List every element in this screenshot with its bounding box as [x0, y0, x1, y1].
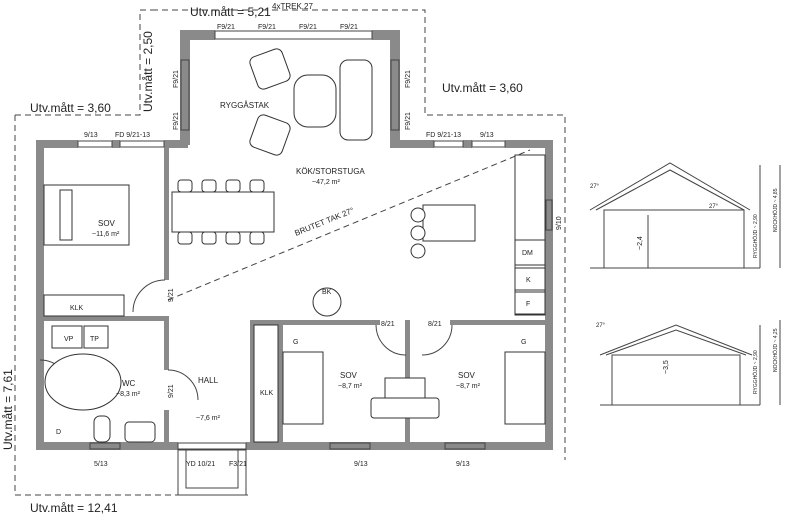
label-f921-r1: F9/21 — [405, 70, 412, 88]
dim-left-wing: Utv.mått = 3,60 — [30, 101, 111, 115]
label-sov3-area: ~8,7 m² — [456, 383, 481, 390]
roof-outline — [14, 9, 566, 496]
label-sov1: SOV — [98, 219, 116, 228]
label-821-b: 8/21 — [428, 321, 442, 328]
label-brutet-tak: BRUTET TAK 27° — [293, 206, 355, 238]
label-921-a: 9/21 — [168, 288, 175, 302]
dim-bottom: Utv.mått = 12,41 — [30, 501, 118, 515]
dimension-labels: Utv.mått = 5,21 4xTREK.27 Utv.mått = 2,5… — [1, 2, 523, 515]
label-921-b: 9/21 — [168, 384, 175, 398]
label-wc: WC — [122, 379, 136, 388]
label-sov3: SOV — [458, 371, 476, 380]
label-821-a: 8/21 — [381, 321, 395, 328]
s2-angle: 27° — [596, 323, 606, 329]
label-913-left: 9/13 — [84, 132, 98, 139]
dim-right-wing: Utv.mått = 3,60 — [442, 81, 523, 95]
s1-rygg: RYGGHÖJD ~ 2,90 — [752, 214, 759, 258]
dim-left-side: Utv.mått = 7,61 — [1, 369, 15, 450]
s1-angle-center: 27° — [709, 204, 719, 210]
entry-step-inner — [185, 449, 239, 489]
label-913-right: 9/13 — [480, 132, 494, 139]
label-g2: G — [521, 339, 526, 346]
label-g1: G — [293, 339, 298, 346]
s1-nock: NOCKHÖJD ~ 4,85 — [772, 188, 779, 232]
label-f921-d: F9/21 — [340, 24, 358, 31]
label-f: F — [526, 301, 530, 308]
label-sov1-area: ~11,6 m² — [92, 231, 120, 238]
label-f321: F3/21 — [229, 461, 247, 468]
label-f921-r2: F9/21 — [405, 112, 412, 130]
label-kok: KÖK/STORSTUGA — [296, 167, 365, 176]
s1-angle-left: 27° — [590, 184, 600, 190]
label-hall: HALL — [198, 376, 219, 385]
label-hall-area: ~7,6 m² — [196, 415, 221, 422]
s2-rygg: RYGGHÖJD ~ 2,90 — [752, 350, 759, 394]
label-ryggastak: RYGGÅSTAK — [220, 101, 270, 110]
label-klk2: KLK — [260, 390, 274, 397]
windows — [77, 30, 553, 450]
section-labels: 27° 27° ~2,4 RYGGHÖJD ~ 2,90 NOCKHÖJD ~ … — [590, 184, 779, 394]
s1-height: ~2,4 — [637, 236, 644, 250]
fixture-labels: KLK KLK VP TP D BK DM K F G G — [56, 250, 533, 436]
outer-walls — [36, 30, 553, 450]
label-bk: BK — [322, 289, 332, 296]
section-drawing-2 — [599, 320, 781, 406]
label-913-b2: 9/13 — [456, 461, 470, 468]
dim-top-center: Utv.mått = 5,21 — [190, 5, 271, 19]
label-k: K — [526, 277, 531, 284]
label-913-b1: 9/13 — [354, 461, 368, 468]
dim-left-upper: Utv.mått = 2,50 — [141, 31, 155, 112]
furniture — [43, 48, 546, 443]
section-drawing-1 — [589, 162, 781, 269]
label-klk1: KLK — [70, 305, 84, 312]
label-f921-l2: F9/21 — [173, 112, 180, 130]
label-yd: YD 10/21 — [186, 461, 215, 468]
label-f921-l1: F9/21 — [173, 70, 180, 88]
label-kok-area: ~47,2 m² — [312, 179, 340, 186]
label-f921-c: F9/21 — [299, 24, 317, 31]
label-f921-a: F9/21 — [217, 24, 235, 31]
label-910: 9/10 — [556, 216, 563, 230]
label-fd-right: FD 9/21-13 — [426, 132, 461, 139]
label-tp: TP — [90, 336, 99, 343]
label-f921-b: F9/21 — [258, 24, 276, 31]
label-dm: DM — [522, 250, 533, 257]
label-sov2: SOV — [340, 371, 358, 380]
label-vp: VP — [64, 336, 74, 343]
dim-trek: 4xTREK.27 — [272, 2, 313, 11]
label-513: 5/13 — [94, 461, 108, 468]
label-wc-area: ~8,3 m² — [116, 391, 141, 398]
s2-height: ~3,5 — [663, 360, 670, 374]
label-sov2-area: ~8,7 m² — [338, 383, 363, 390]
opening-labels: F9/21 F9/21 F9/21 F9/21 F9/21 F9/21 F9/2… — [84, 24, 563, 468]
s2-nock: NOCKHÖJD ~ 4,25 — [772, 328, 779, 372]
label-d: D — [56, 429, 61, 436]
label-fd-left: FD 9/21-13 — [115, 132, 150, 139]
